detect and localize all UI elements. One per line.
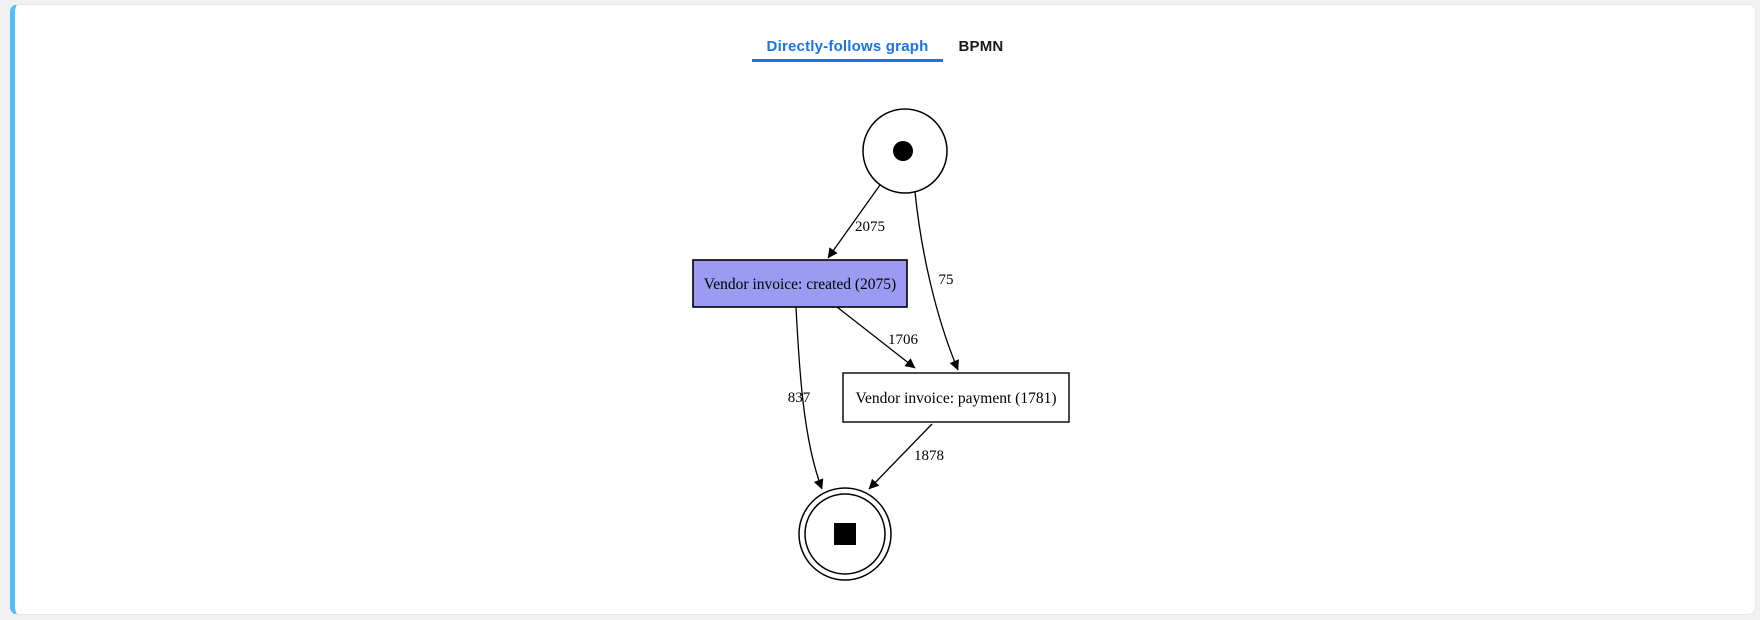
start-event-node[interactable]: [862, 108, 948, 194]
activity-node-payment-label: Vendor invoice: payment (1781): [855, 390, 1056, 407]
tab-bpmn[interactable]: BPMN: [943, 34, 1018, 62]
edge-label-created-payment: 1706: [888, 332, 919, 348]
tab-directly-follows-graph[interactable]: Directly-follows graph: [751, 34, 944, 62]
tab-bar: Directly-follows graph BPMN: [15, 5, 1755, 62]
edge-label-payment-end: 1878: [914, 448, 944, 464]
edge-label-start-payment: 75: [939, 272, 954, 288]
activity-node-created-label: Vendor invoice: created (2075): [704, 276, 896, 293]
start-event-dot-icon: [893, 141, 913, 161]
end-event-square-icon: [834, 523, 856, 545]
edge-label-created-end: 837: [788, 390, 811, 406]
activity-node-vendor-invoice-created[interactable]: Vendor invoice: created (2075): [692, 259, 908, 308]
end-event-node[interactable]: [798, 487, 892, 581]
activity-node-vendor-invoice-payment[interactable]: Vendor invoice: payment (1781): [842, 372, 1070, 423]
edge-created-to-payment: 1706: [836, 306, 919, 369]
edge-created-to-end: 837: [788, 306, 824, 490]
content-card: Directly-follows graph BPMN 2075 75 1706…: [10, 4, 1756, 615]
edge-payment-to-end: 1878: [868, 423, 944, 490]
tab-bpmn-label: BPMN: [958, 38, 1004, 55]
tab-directly-follows-graph-label: Directly-follows graph: [766, 38, 929, 55]
edge-start-to-payment: 75: [914, 191, 959, 371]
edge-label-start-created: 2075: [855, 219, 885, 235]
edge-start-to-created: 2075: [827, 184, 885, 259]
